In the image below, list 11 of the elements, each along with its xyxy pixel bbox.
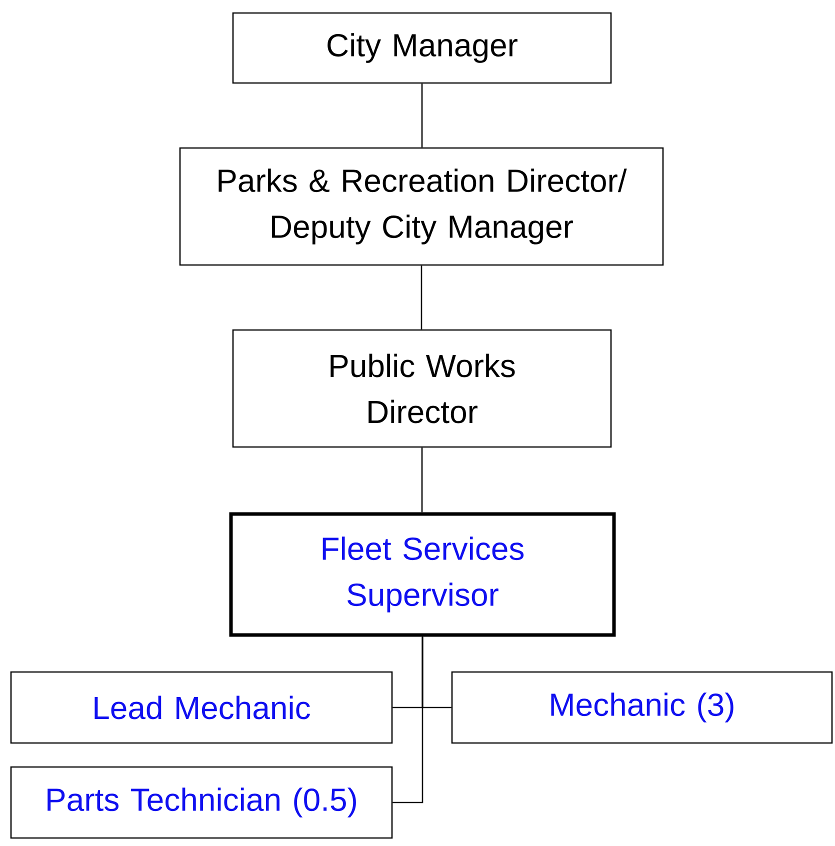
org-box: Lead Mechanic [10, 671, 393, 744]
org-box: City Manager [232, 12, 612, 84]
org-box: Public Works Director [232, 329, 612, 448]
connector-line [421, 448, 423, 512]
connector-line [392, 636, 424, 804]
connector-line [420, 266, 422, 330]
org-box: Fleet Services Supervisor [229, 512, 616, 637]
connector-line [421, 84, 423, 148]
org-box: Mechanic (3) [451, 671, 833, 744]
org-box: Parts Technician (0.5) [10, 766, 393, 839]
org-box: Parks & Recreation Director/ Deputy City Manager [179, 147, 664, 266]
